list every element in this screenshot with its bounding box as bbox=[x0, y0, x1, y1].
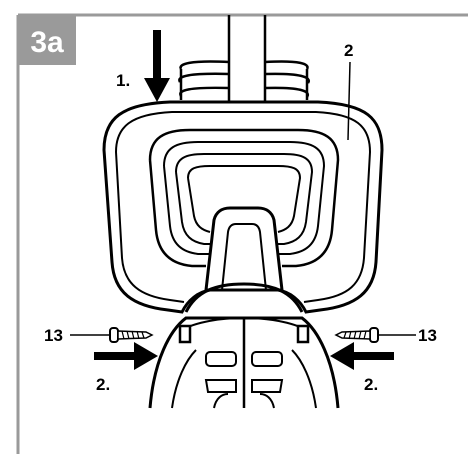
callout-2-right: 2. bbox=[364, 375, 378, 394]
part-13-right: 13 bbox=[418, 326, 437, 345]
callout-1: 1. bbox=[116, 71, 130, 90]
arrow-down-icon bbox=[144, 30, 170, 102]
screw-left-icon bbox=[70, 327, 154, 343]
part-2-label: 2 bbox=[344, 41, 353, 60]
step-label: 3a bbox=[30, 26, 64, 59]
handle-housing bbox=[184, 206, 304, 313]
step-badge: 3a bbox=[18, 15, 76, 65]
part-2-leader bbox=[347, 61, 351, 141]
figure-frame bbox=[16, 13, 468, 454]
arrow-left-icon bbox=[330, 342, 394, 370]
arrow-right-icon bbox=[94, 342, 158, 370]
handle-shaft bbox=[178, 15, 310, 104]
part-13-left: 13 bbox=[44, 326, 63, 345]
screw-right-icon bbox=[334, 327, 416, 343]
motor-housing bbox=[148, 316, 340, 409]
callout-2-left: 2. bbox=[96, 375, 110, 394]
mounting-tabs bbox=[178, 324, 310, 344]
